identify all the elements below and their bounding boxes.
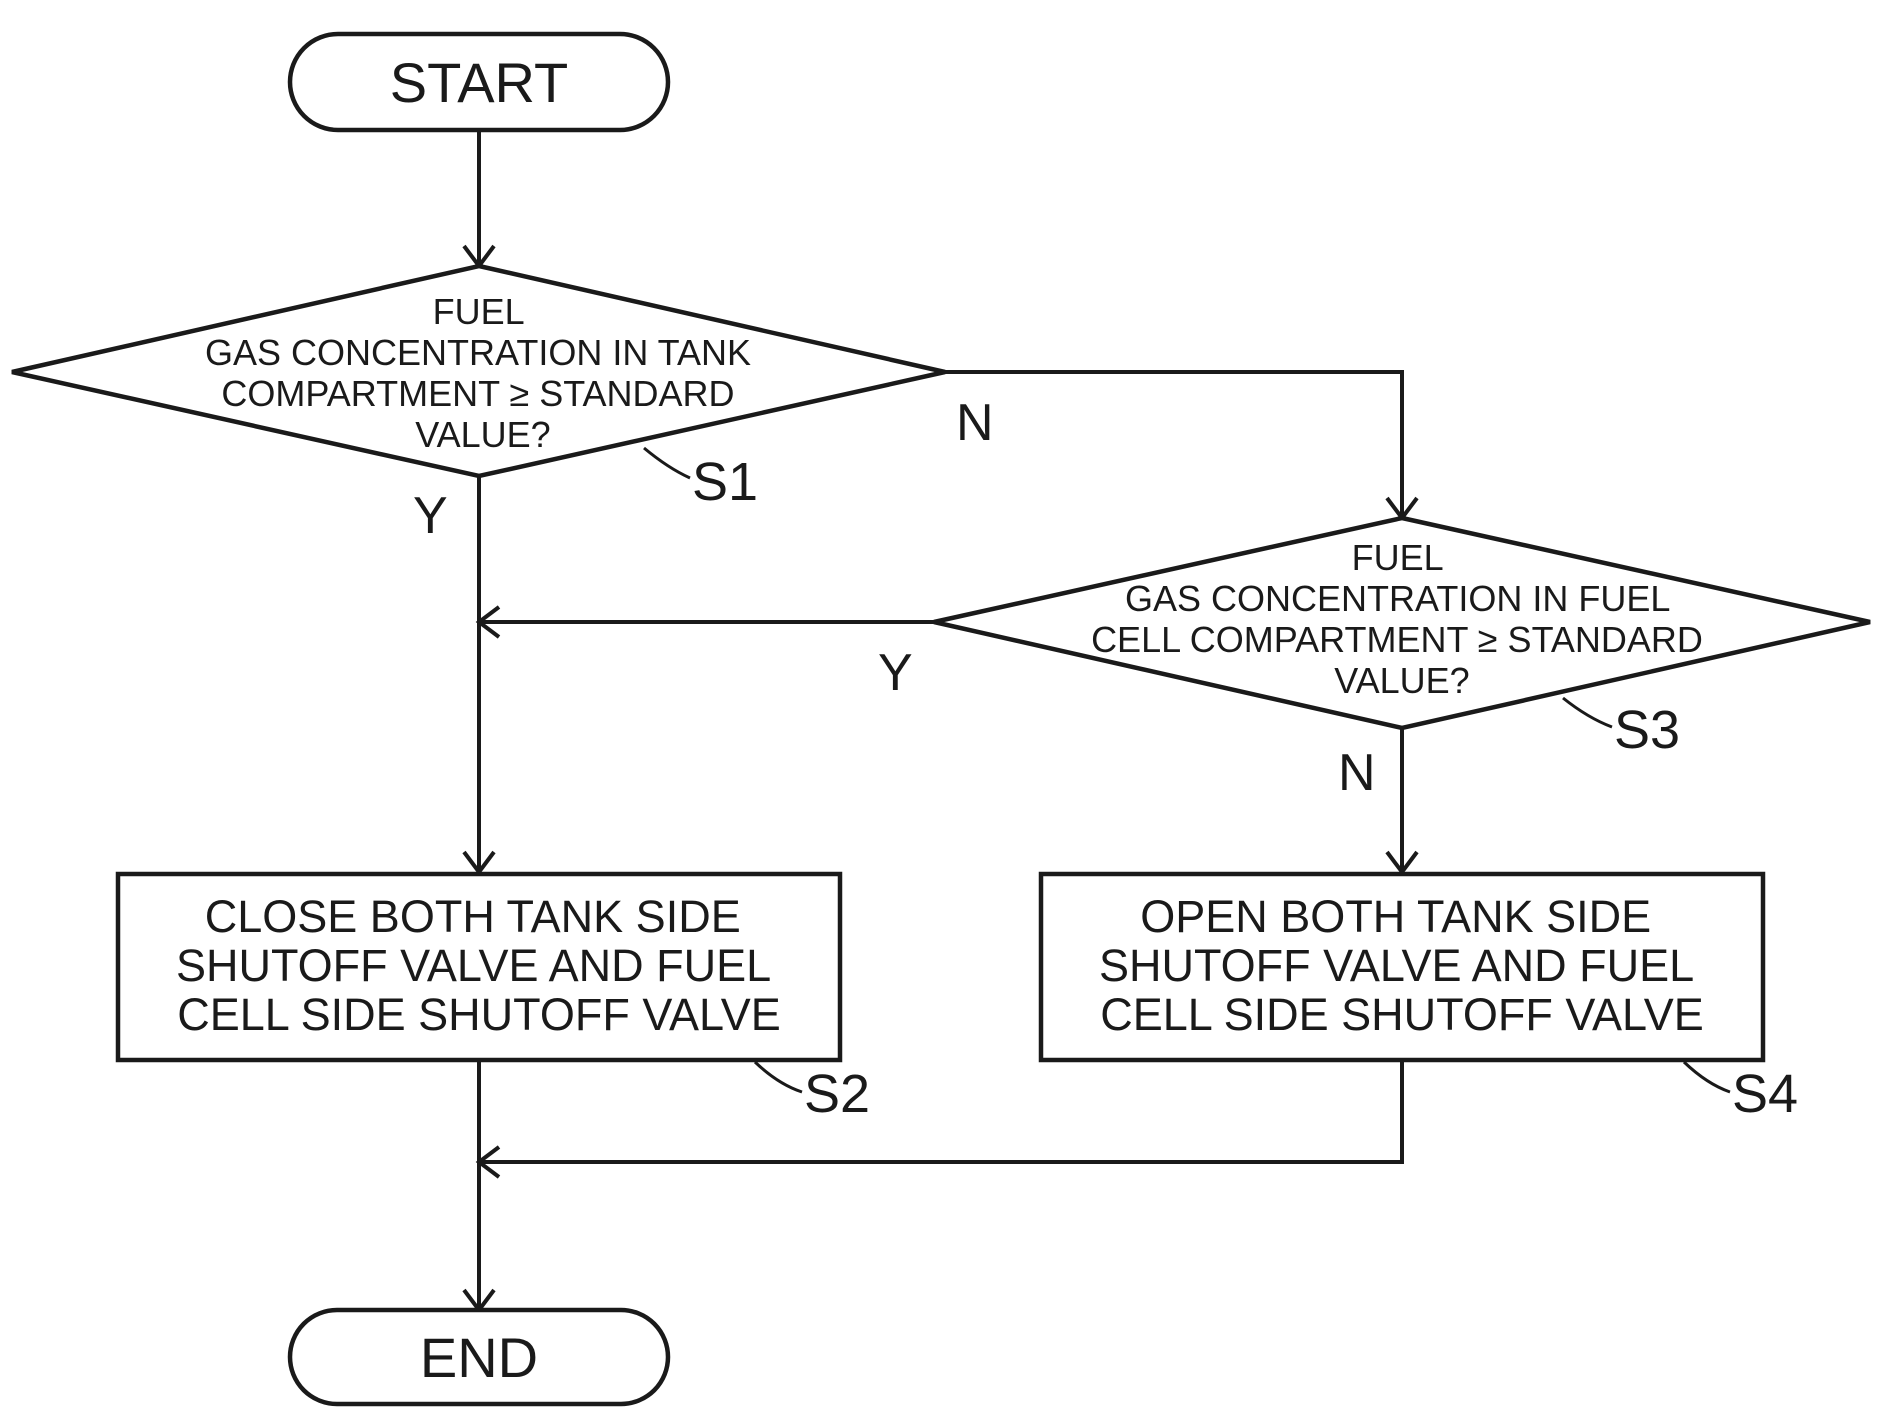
end-label: END (420, 1326, 538, 1389)
s3-yes-label: Y (878, 644, 913, 702)
s2-line-1: CLOSE BOTH TANK SIDE (205, 891, 741, 942)
s2-line-3: CELL SIDE SHUTOFF VALVE (177, 989, 781, 1040)
s3-line-3: CELL COMPARTMENT ≥ STANDARD (1091, 619, 1703, 660)
s2-line-2: SHUTOFF VALVE AND FUEL (176, 940, 770, 991)
s3-step-label: S3 (1614, 700, 1680, 760)
connector-s1-no-s3 (945, 372, 1402, 518)
s4-leader (1684, 1062, 1730, 1092)
s3-leader (1563, 698, 1612, 727)
s1-no-label: N (956, 394, 994, 452)
s3-line-2: GAS CONCENTRATION IN FUEL (1125, 578, 1669, 619)
s1-line-2: GAS CONCENTRATION IN TANK (205, 332, 751, 373)
decision-s3: FUEL GAS CONCENTRATION IN FUEL CELL COMP… (934, 518, 1870, 728)
s1-step-label: S1 (692, 452, 758, 512)
decision-s1: FUEL GAS CONCENTRATION IN TANK COMPARTME… (12, 266, 945, 476)
s4-line-1: OPEN BOTH TANK SIDE (1140, 891, 1651, 942)
s1-line-3: COMPARTMENT ≥ STANDARD (221, 373, 734, 414)
s1-line-4: VALUE? (415, 414, 550, 455)
s3-line-4: VALUE? (1334, 660, 1469, 701)
s4-line-2: SHUTOFF VALVE AND FUEL (1099, 940, 1693, 991)
s1-yes-label: Y (413, 487, 448, 545)
s4-line-3: CELL SIDE SHUTOFF VALVE (1100, 989, 1704, 1040)
s3-no-label: N (1338, 744, 1376, 802)
svg-text:OPEN BOTH TANK SIDE SHUT: OPEN BOTH TANK SIDE SHUTOFF VALVE AND FU… (1099, 891, 1705, 1040)
s1-line-1: FUEL (433, 291, 524, 332)
s2-step-label: S2 (804, 1064, 870, 1124)
process-s2: CLOSE BOTH TANK SIDE SHUTOFF VALVE AND F… (118, 874, 840, 1060)
svg-text:CLOSE BOTH TANK SIDE SHU: CLOSE BOTH TANK SIDE SHUTOFF VALVE AND F… (176, 891, 782, 1040)
end-terminal: END (290, 1310, 668, 1404)
process-s4: OPEN BOTH TANK SIDE SHUTOFF VALVE AND FU… (1041, 874, 1763, 1060)
s2-leader (755, 1062, 802, 1092)
connector-s4-merge (479, 1060, 1402, 1162)
start-label: START (390, 51, 568, 114)
start-terminal: START (290, 34, 668, 130)
s1-leader (644, 448, 690, 478)
s3-line-1: FUEL (1352, 537, 1443, 578)
s4-step-label: S4 (1732, 1064, 1798, 1124)
